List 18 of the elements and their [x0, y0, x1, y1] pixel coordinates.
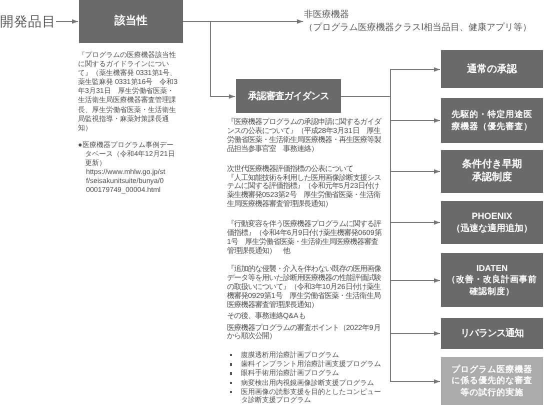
heading-text: 非医療機器 — [304, 8, 350, 21]
process-box: 先駆的・特定用途医療機器（優先審査） — [441, 98, 543, 143]
process-box — [441, 253, 543, 307]
title-text: IDATEN — [476, 263, 508, 274]
process-box: リバランス通知 — [441, 318, 543, 349]
process-box: 条件付き早期承認制度 — [441, 150, 543, 193]
process-box: 通常の承認 — [441, 50, 543, 88]
title-text: PHOENIX — [472, 210, 512, 222]
subtitle-text: （迅速な適用追加） — [452, 222, 532, 234]
process-box: 承認審査ガイダンス — [236, 79, 341, 113]
subtitle-text: （改善・改良計画事前確認制度） — [446, 274, 538, 297]
start-label: 開発品目 — [0, 12, 56, 32]
arrow — [182, 21, 236, 99]
process-box — [441, 201, 543, 244]
process-box: 該当性 — [79, 0, 183, 43]
process-box: プログラム医療機器に係る優先的な審査等の試行的実施 — [441, 357, 543, 405]
arrow — [56, 19, 78, 24]
description-text: （プログラム医療機器クラスⅠ相当品目、健康アプリ等） — [304, 20, 532, 34]
